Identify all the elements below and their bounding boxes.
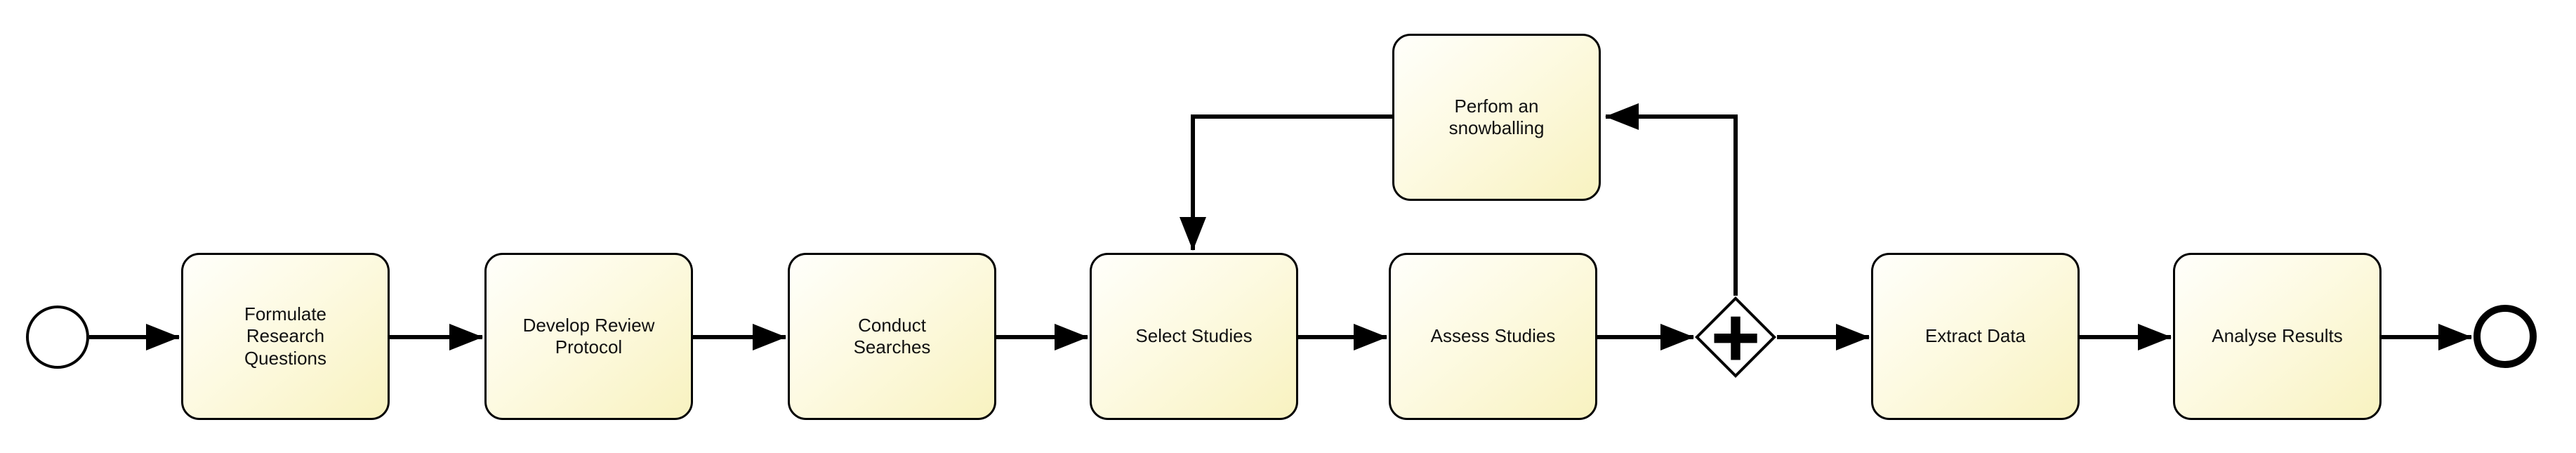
task-extract-data: Extract Data	[1871, 253, 2080, 420]
start-event	[26, 306, 89, 369]
task-label: Conduct Searches	[853, 314, 931, 357]
task-conduct-searches: Conduct Searches	[788, 253, 996, 420]
flow-gateway-to-snowballing	[1605, 103, 1738, 296]
task-label: Analyse Results	[2212, 325, 2343, 347]
task-label: Select Studies	[1135, 325, 1253, 347]
task-label: Extract Data	[1924, 325, 2026, 347]
task-label: Formulate Research Questions	[244, 303, 327, 369]
end-event	[2473, 305, 2537, 368]
task-develop-review-protocol: Develop Review Protocol	[484, 253, 693, 420]
task-assess-studies: Assess Studies	[1389, 253, 1597, 420]
task-perform-snowballing: Perfom an snowballing	[1392, 34, 1601, 201]
task-label: Perfom an snowballing	[1448, 95, 1545, 138]
task-label: Assess Studies	[1430, 325, 1556, 347]
task-select-studies: Select Studies	[1090, 253, 1298, 420]
task-analyse-results: Analyse Results	[2173, 253, 2382, 420]
task-label: Develop Review Protocol	[522, 314, 655, 357]
gateway-symbol: +	[1710, 289, 1761, 385]
task-formulate-research-questions: Formulate Research Questions	[181, 253, 390, 420]
flow-snowballing-to-select	[1180, 114, 1392, 251]
parallel-gateway-plus-icon: +	[1693, 289, 1778, 385]
